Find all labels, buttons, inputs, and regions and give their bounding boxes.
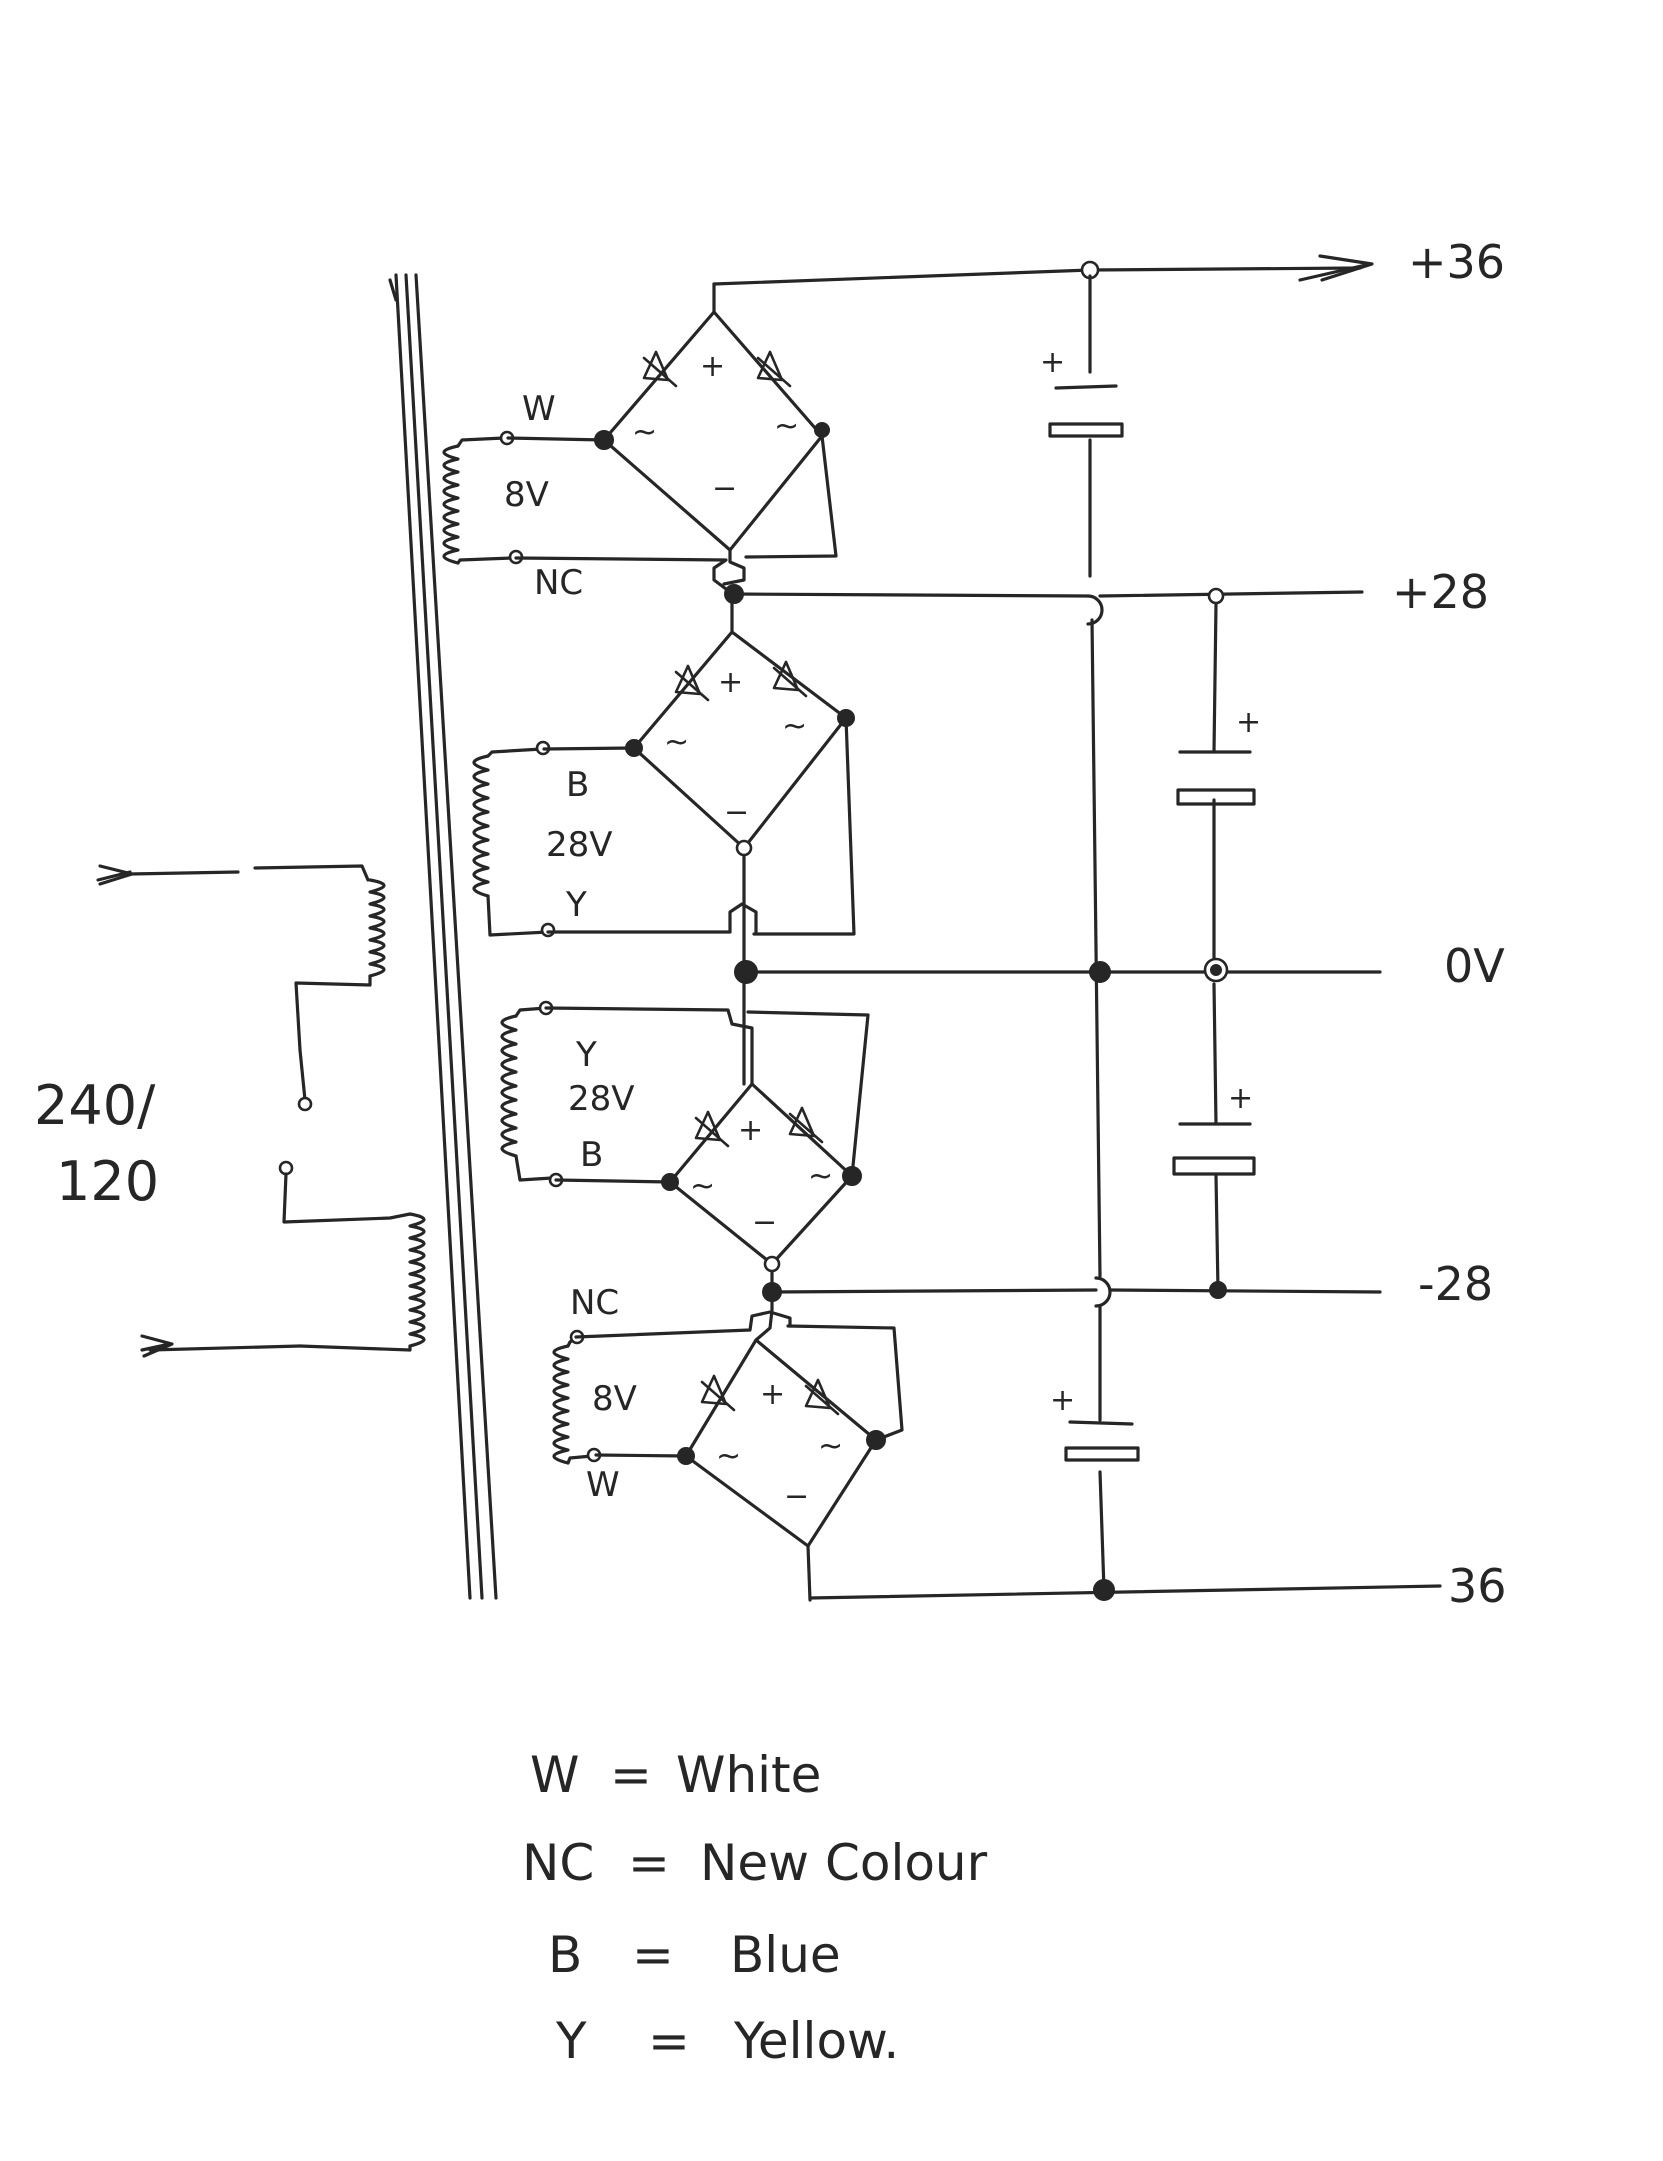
- bridge-1-minus: −: [712, 471, 737, 506]
- capacitor-4: +: [1050, 1383, 1140, 1462]
- mains-line-1: 240/: [34, 1074, 156, 1137]
- legend-value: Yellow.: [733, 2012, 899, 2070]
- secondary-winding-28v-lower: [500, 1000, 564, 1188]
- rail-0v: [734, 898, 1382, 1086]
- bridge-1-ac-right: ~: [774, 409, 799, 444]
- mains-line-2: 120: [56, 1150, 159, 1213]
- transformer-core: [388, 273, 498, 1600]
- label-8v-top: 8V: [504, 475, 549, 515]
- primary-winding-upper: [96, 864, 386, 1112]
- bridge-2-ac-left: ~: [664, 725, 689, 760]
- legend-equals: =: [610, 1746, 652, 1804]
- label-b-lower: B: [580, 1135, 603, 1175]
- label-w-bottom: W: [586, 1465, 620, 1505]
- bridge-4-ac-right: ~: [818, 1429, 843, 1464]
- secondary-winding-28v-upper: [472, 740, 556, 938]
- bridge-1-plus: +: [700, 349, 725, 384]
- bridge-rectifier-3: [544, 1006, 870, 1294]
- capacitor-2-plus: +: [1236, 705, 1261, 740]
- capacitor-3-plus: +: [1228, 1081, 1253, 1116]
- label-8v-bottom: 8V: [592, 1379, 637, 1419]
- capacitor-bus: [1088, 274, 1220, 1592]
- secondary-winding-8v-bottom: [552, 1329, 602, 1465]
- legend-key: W: [530, 1746, 579, 1804]
- legend-row: B = Blue: [548, 1926, 841, 1984]
- bridge-4-minus: −: [784, 1479, 809, 1514]
- winding-labels: W 8V NC B 28V Y Y 28V B NC 8V W: [504, 389, 637, 1505]
- bridge-3-ac-left: ~: [690, 1169, 715, 1204]
- label-28v-lower: 28V: [568, 1079, 635, 1119]
- legend-equals: =: [632, 1926, 674, 1984]
- legend-row: Y = Yellow.: [555, 2012, 899, 2070]
- rail-label-neg36: 36: [1448, 1559, 1507, 1613]
- legend-value: Blue: [730, 1926, 841, 1984]
- rail-neg36: [808, 1579, 1442, 1601]
- legend-value: White: [676, 1746, 821, 1804]
- rail-label-neg28: -28: [1418, 1257, 1493, 1311]
- legend-equals: =: [628, 1834, 670, 1892]
- bridge-3-minus: −: [752, 1205, 777, 1240]
- bridge-4-ac-left: ~: [716, 1439, 741, 1474]
- mains-label: 240/ 120: [34, 1074, 159, 1213]
- rail-label-0v: 0V: [1444, 939, 1505, 993]
- legend-key: NC: [522, 1834, 594, 1892]
- capacitor-2: +: [1176, 705, 1261, 806]
- bridge-2-plus: +: [718, 665, 743, 700]
- label-b-upper: B: [566, 765, 589, 805]
- label-y-upper: Y: [565, 885, 587, 925]
- legend-key: Y: [555, 2012, 587, 2070]
- capacitor-4-plus: +: [1050, 1383, 1075, 1418]
- rail-labels: +36 +28 0V -28 36: [1392, 235, 1507, 1613]
- bridge-pin-labels: + ~ ~ − + ~ ~ − + ~ ~ − + ~ ~ −: [632, 349, 843, 1514]
- rail-pos36: [712, 254, 1374, 286]
- bridge-4-plus: +: [760, 1377, 785, 1412]
- label-w-top: W: [522, 389, 556, 429]
- secondary-winding-8v-top: [442, 430, 524, 565]
- capacitor-1: +: [1040, 345, 1124, 438]
- primary-winding-lower: [140, 1160, 426, 1358]
- bridge-1-ac-left: ~: [632, 415, 657, 450]
- colour-legend: W = White NC = New Colour B = Blue Y = Y…: [522, 1746, 988, 2070]
- bridge-rectifier-2: [542, 594, 856, 936]
- bridge-3-plus: +: [738, 1113, 763, 1148]
- bridge-2-ac-right: ~: [782, 709, 807, 744]
- legend-equals: =: [648, 2012, 690, 2070]
- bridge-rectifier-1: [506, 282, 838, 594]
- label-y-lower: Y: [575, 1035, 597, 1075]
- legend-value: New Colour: [700, 1834, 988, 1892]
- label-28v-upper: 28V: [546, 825, 613, 865]
- label-nc-top: NC: [534, 563, 583, 603]
- legend-key: B: [548, 1926, 582, 1984]
- capacitor-3: +: [1172, 1081, 1256, 1176]
- rail-neg28: [762, 1276, 1382, 1308]
- capacitor-1-plus: +: [1040, 345, 1065, 380]
- rail-pos28: [724, 584, 1364, 626]
- bridge-3-ac-right: ~: [808, 1159, 833, 1194]
- bridge-2-minus: −: [724, 795, 749, 830]
- rail-label-pos36: +36: [1408, 235, 1505, 289]
- legend-row: W = White: [530, 1746, 821, 1804]
- rail-label-pos28: +28: [1392, 565, 1489, 619]
- label-nc-bottom: NC: [570, 1283, 619, 1323]
- legend-row: NC = New Colour: [522, 1834, 988, 1892]
